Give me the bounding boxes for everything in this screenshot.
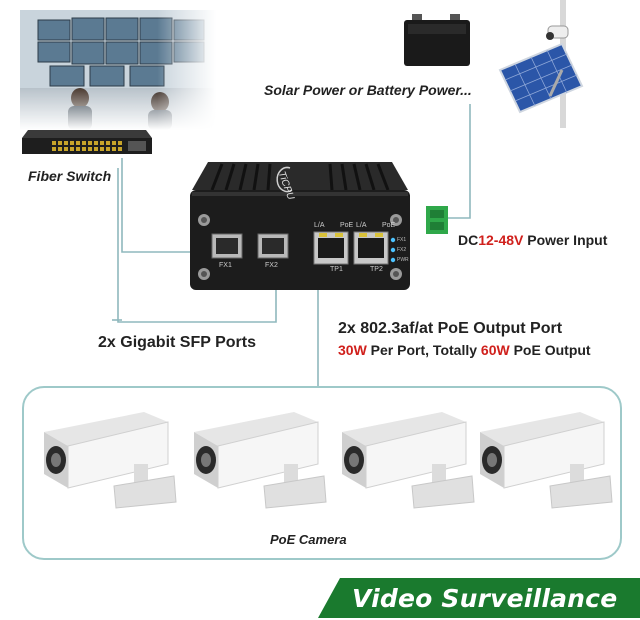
poe-per-port-watts: 30W — [338, 342, 367, 358]
power-to-terminal-line — [444, 104, 470, 218]
poe-output-label-line2: 30W Per Port, Totally 60W PoE Output — [338, 342, 591, 358]
poe-output-label-line1: 2x 802.3af/at PoE Output Port — [338, 320, 562, 338]
poe-camera-2 — [184, 402, 334, 510]
battery-icon — [402, 12, 472, 68]
poe-output-end: PoE Output — [510, 342, 591, 358]
dc-prefix: DC — [458, 232, 478, 248]
poe-output-mid: Per Port, Totally — [367, 342, 481, 358]
poe-camera-3 — [332, 402, 482, 510]
fiber-switch-label: Fiber Switch — [28, 168, 111, 184]
video-surveillance-title: Video Surveillance — [352, 584, 640, 620]
port-label-la1: L/A — [314, 222, 325, 229]
led-label-fx2: FX2 — [397, 247, 406, 253]
port-label-fx1: FX1 — [219, 262, 232, 269]
led-label-fx1: FX1 — [397, 237, 406, 243]
led-label-pwr: PWR — [397, 257, 409, 263]
poe-camera-4 — [470, 402, 620, 510]
port-label-fx2: FX2 — [265, 262, 278, 269]
dc-power-input-label: DC12-48V Power Input — [458, 232, 607, 248]
solar-power-label: Solar Power or Battery Power... — [264, 82, 472, 98]
solar-panel-image — [490, 0, 606, 128]
control-room-image — [20, 10, 216, 130]
dc-suffix: Power Input — [523, 232, 607, 248]
dc-voltage-range: 12-48V — [478, 232, 523, 248]
port-label-poe2: PoE — [382, 222, 395, 229]
sfp-ports-label: 2x Gigabit SFP Ports — [98, 334, 256, 352]
dc-terminal-block — [426, 206, 448, 234]
port-label-tp1: TP1 — [330, 266, 343, 273]
poe-total-watts: 60W — [481, 342, 510, 358]
fiber-switch-image — [22, 126, 154, 160]
poe-camera-label: PoE Camera — [270, 532, 347, 547]
port-label-poe1: PoE — [340, 222, 353, 229]
port-label-tp2: TP2 — [370, 266, 383, 273]
port-label-la2: L/A — [356, 222, 367, 229]
poe-camera-1 — [34, 402, 184, 510]
